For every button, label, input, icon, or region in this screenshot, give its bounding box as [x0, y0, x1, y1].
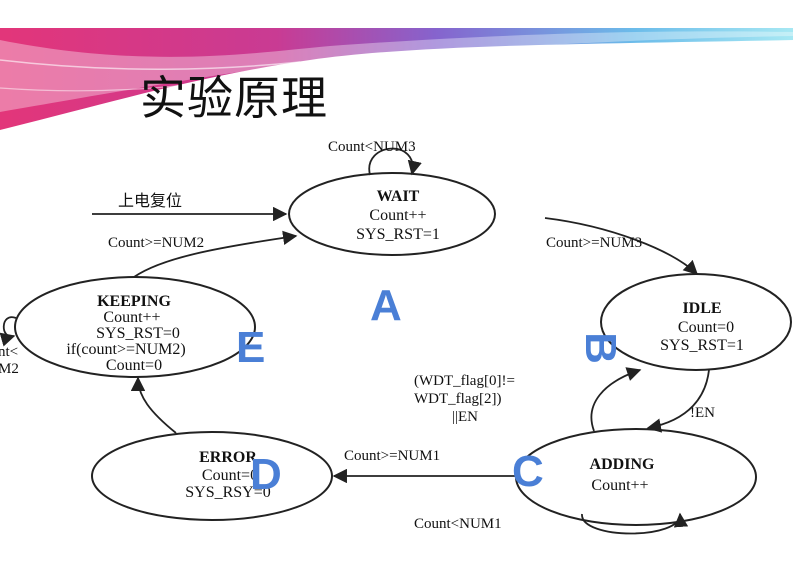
- state-adding-node: [515, 428, 757, 526]
- state-keeping-line: if(count>=NUM2): [66, 341, 185, 358]
- label-adding-self: Count<NUM1: [414, 516, 502, 532]
- region-letter-b: B: [575, 332, 625, 364]
- state-keeping-line: Count++: [103, 309, 160, 326]
- label-adding-to-idle-3: ||EN: [452, 409, 478, 425]
- region-letter-c: C: [512, 447, 544, 496]
- arrow-wait-self: [368, 147, 422, 176]
- state-error-node: [91, 431, 333, 521]
- region-letter-d: D: [250, 450, 282, 499]
- arrow-keeping-to-wait: [133, 230, 298, 278]
- state-error-line: SYS_RSY=0: [185, 484, 271, 501]
- label-keeping-to-wait: Count>=NUM2: [108, 235, 204, 251]
- label-keeping-self-1: nt<: [0, 344, 18, 360]
- region-letter-a: A: [370, 281, 402, 330]
- state-adding-line: Count++: [591, 477, 648, 494]
- state-error-name: ERROR: [199, 449, 257, 466]
- header-banner: [0, 28, 793, 130]
- arrow-adding-self: [581, 512, 689, 535]
- state-wait-name: WAIT: [377, 188, 420, 205]
- arrow-idle-to-adding: [646, 369, 710, 433]
- label-power-on: 上电复位: [118, 192, 182, 210]
- arrow-error-to-keeping: [130, 376, 177, 434]
- state-error-line: Count=0: [202, 467, 258, 484]
- arrow-keeping-self: [0, 316, 17, 347]
- state-idle-line: SYS_RST=1: [660, 337, 744, 354]
- label-wait-self: Count<NUM3: [328, 139, 416, 155]
- state-wait-line: Count++: [369, 207, 426, 224]
- slide-title: 实验原理: [140, 71, 328, 125]
- state-keeping-name: KEEPING: [97, 293, 171, 310]
- arrow-wait-to-idle: [544, 217, 699, 275]
- label-adding-to-idle-1: (WDT_flag[0]!=: [414, 373, 515, 389]
- arrow-adding-to-idle: [590, 367, 642, 432]
- region-letter-e: E: [236, 323, 266, 372]
- state-wait-node: [288, 172, 496, 256]
- label-adding-to-error: Count>=NUM1: [344, 448, 440, 464]
- label-idle-to-adding: !EN: [690, 405, 715, 421]
- label-wait-to-idle: Count>=NUM3: [546, 235, 642, 251]
- state-keeping-line: Count=0: [106, 357, 162, 374]
- label-adding-to-idle-2: WDT_flag[2]): [414, 391, 501, 407]
- state-idle-line: Count=0: [678, 319, 734, 336]
- state-adding-name: ADDING: [590, 456, 655, 473]
- label-keeping-self-2: M2: [0, 361, 19, 377]
- state-wait-line: SYS_RST=1: [356, 226, 440, 243]
- state-idle-name: IDLE: [682, 300, 721, 317]
- state-keeping-line: SYS_RST=0: [96, 325, 180, 342]
